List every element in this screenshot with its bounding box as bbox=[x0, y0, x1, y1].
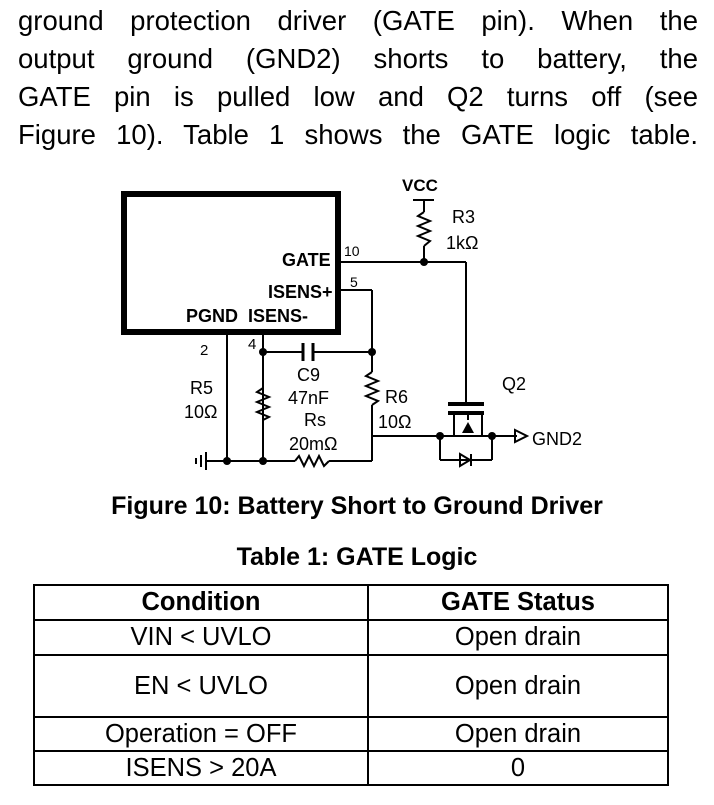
r6-name: R6 bbox=[385, 387, 408, 407]
rs-resistor bbox=[294, 453, 330, 469]
pin-number-2: 2 bbox=[200, 342, 208, 359]
junction-dot bbox=[259, 457, 267, 465]
table-header-cell: Condition bbox=[33, 584, 369, 621]
junction-dot bbox=[436, 432, 444, 440]
paragraph-line: Figure 10). Table 1 shows the GATE logic… bbox=[18, 119, 698, 150]
pin-number-4: 4 bbox=[248, 336, 256, 353]
gnd2-label: GND2 bbox=[532, 429, 582, 449]
schematic-diagram: GATE ISENS+ PGND ISENS- 10 5 2 4 VCC R3 … bbox=[121, 176, 582, 470]
r3-resistor bbox=[415, 211, 433, 247]
table-caption: Table 1: GATE Logic bbox=[236, 543, 478, 571]
table-cell: Operation = OFF bbox=[33, 716, 369, 752]
pin-number-5: 5 bbox=[350, 274, 358, 290]
q2-arrow-icon bbox=[462, 422, 474, 433]
rs-value: 20mΩ bbox=[289, 434, 337, 454]
table-header-cell: GATE Status bbox=[367, 584, 669, 621]
table-header-row: Condition GATE Status bbox=[33, 584, 669, 621]
rs-name: Rs bbox=[304, 410, 326, 430]
r3-name: R3 bbox=[452, 207, 475, 227]
table-cell: Open drain bbox=[367, 654, 669, 718]
q2-name: Q2 bbox=[502, 374, 526, 394]
junction-dot bbox=[488, 432, 496, 440]
ground-icon bbox=[195, 452, 207, 470]
paragraph-line: ground protection driver (GATE pin). Whe… bbox=[18, 5, 698, 36]
table-cell: VIN < UVLO bbox=[33, 619, 369, 656]
paragraph-line: GATE pin is pulled low and Q2 turns off … bbox=[18, 81, 698, 112]
pin-label-gate: GATE bbox=[282, 250, 331, 270]
table-cell: Open drain bbox=[367, 716, 669, 752]
junction-dot bbox=[368, 348, 376, 356]
table-cell: ISENS > 20A bbox=[33, 750, 369, 786]
table-cell: EN < UVLO bbox=[33, 654, 369, 718]
c9-value: 47nF bbox=[288, 388, 329, 408]
vcc-label: VCC bbox=[402, 176, 438, 195]
r6-resistor bbox=[363, 371, 381, 406]
gate-logic-table: Condition GATE Status VIN < UVLO Open dr… bbox=[33, 584, 669, 786]
junction-dot bbox=[335, 287, 341, 293]
junction-dot bbox=[223, 457, 231, 465]
table-row: Operation = OFF Open drain bbox=[33, 716, 669, 752]
table-row: VIN < UVLO Open drain bbox=[33, 619, 669, 656]
gnd2-arrow-icon bbox=[514, 428, 530, 444]
body-paragraph: ground protection driver (GATE pin). Whe… bbox=[18, 2, 698, 154]
table-cell: 0 bbox=[367, 750, 669, 786]
junction-dot bbox=[420, 258, 428, 266]
c9-name: C9 bbox=[297, 365, 320, 385]
pin-number-10: 10 bbox=[344, 243, 360, 259]
figure-caption: Figure 10: Battery Short to Ground Drive… bbox=[111, 492, 603, 520]
r5-value: 10Ω bbox=[184, 402, 217, 422]
table-row: ISENS > 20A 0 bbox=[33, 750, 669, 786]
body-diode-icon bbox=[459, 452, 472, 468]
table-cell: Open drain bbox=[367, 619, 669, 656]
table-row: EN < UVLO Open drain bbox=[33, 654, 669, 718]
r5-name: R5 bbox=[190, 378, 213, 398]
junction-dot bbox=[259, 348, 267, 356]
pin-label-isens-plus: ISENS+ bbox=[268, 282, 333, 302]
r6-value: 10Ω bbox=[378, 412, 411, 432]
paragraph-line: output ground (GND2) shorts to battery, … bbox=[18, 43, 698, 74]
r3-value: 1kΩ bbox=[446, 233, 478, 253]
pin-label-pgnd: PGND bbox=[186, 306, 238, 326]
pin-label-isens-minus: ISENS- bbox=[248, 306, 308, 326]
r5-resistor bbox=[254, 387, 272, 421]
